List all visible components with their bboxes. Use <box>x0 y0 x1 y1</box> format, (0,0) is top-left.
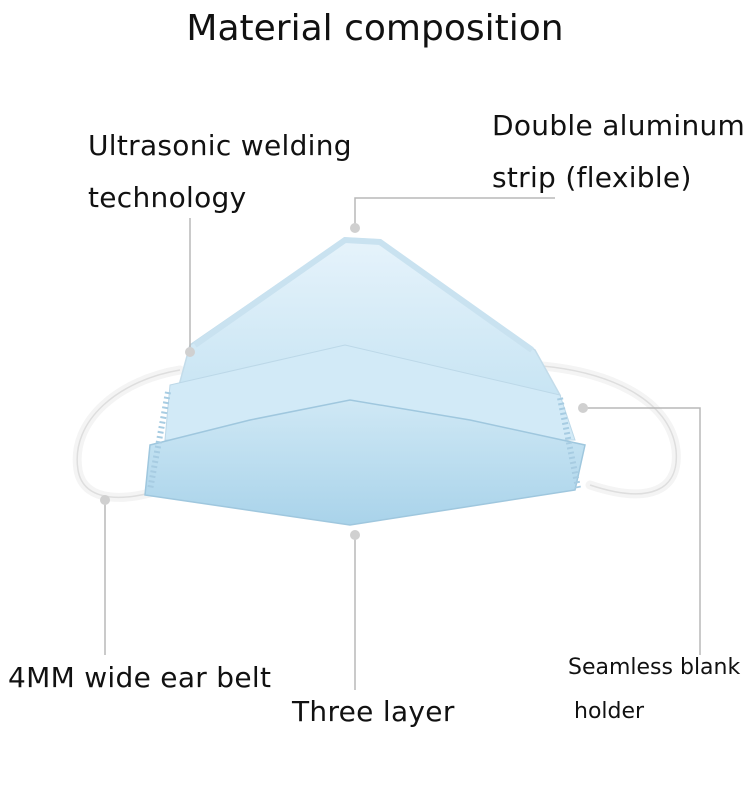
marker-ear-belt <box>100 495 110 505</box>
marker-seamless <box>578 403 588 413</box>
right-ear-loop-edge <box>529 364 678 495</box>
label-aluminum-line1: Double aluminum <box>492 109 746 142</box>
label-seamless-line2: holder <box>574 699 645 724</box>
label-three-layer: Three layer <box>292 695 455 728</box>
left-seam <box>147 391 171 491</box>
label-seamless: Seamless blank holder <box>568 646 740 734</box>
pointer-aluminum <box>354 197 555 228</box>
label-aluminum: Double aluminum strip (flexible) <box>492 100 745 204</box>
marker-aluminum <box>350 223 360 233</box>
right-seam <box>557 397 581 489</box>
mask-lower-panel <box>144 399 586 526</box>
pointer-seamless <box>583 407 701 655</box>
left-ear-loop-edge <box>76 369 181 499</box>
nose-strip <box>193 236 534 353</box>
label-ear-belt: 4MM wide ear belt <box>8 661 272 694</box>
page-title: Material composition <box>186 8 564 49</box>
label-seamless-line1: Seamless blank <box>568 655 741 680</box>
label-aluminum-line2: strip (flexible) <box>492 161 692 194</box>
label-ultrasonic-line2: technology <box>88 181 247 214</box>
marker-ultrasonic <box>185 347 195 357</box>
label-ultrasonic: Ultrasonic welding technology <box>88 120 352 224</box>
label-ultrasonic-line1: Ultrasonic welding <box>88 129 352 162</box>
marker-three-layer <box>350 530 360 540</box>
